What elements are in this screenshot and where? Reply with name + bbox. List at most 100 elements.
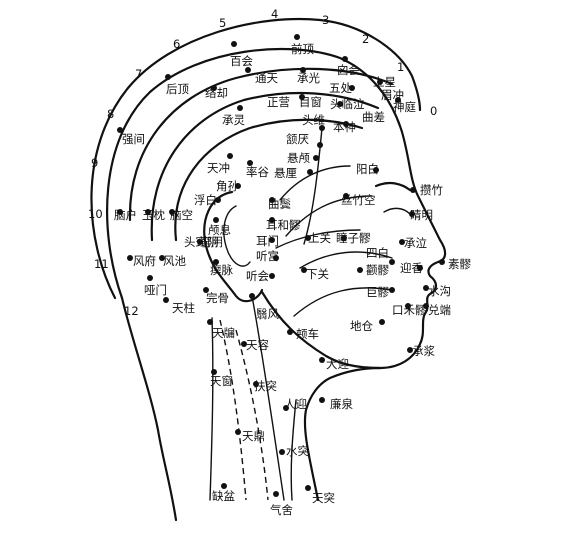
dot-tougiaoyin	[197, 239, 203, 245]
dot-qishe	[273, 491, 279, 497]
label-shuitu: 水突	[286, 444, 309, 458]
temple-vertical	[303, 127, 323, 245]
dot-yangbai	[373, 167, 379, 173]
dot-shuigou	[423, 285, 429, 291]
scale-number-5: 5	[219, 16, 226, 30]
scm-dash-2	[235, 329, 269, 501]
dot-chengling	[237, 105, 243, 111]
crown-line-3	[174, 118, 364, 242]
dot-tongtian	[245, 67, 251, 73]
dot-jingming	[409, 211, 415, 217]
dot-tiantu	[305, 485, 311, 491]
label-luoque: 络却	[205, 86, 228, 100]
label-chimai: 瘈脉	[210, 263, 233, 277]
dot-chengqi	[399, 239, 405, 245]
label-benshen: 本神	[333, 120, 356, 134]
label-houding: 后顶	[166, 82, 189, 96]
dot-fengfu	[127, 255, 133, 261]
dot-zanzhu	[410, 187, 416, 193]
dot-chimai	[213, 259, 219, 265]
dot-xuanli	[307, 169, 313, 175]
ear-inner	[223, 205, 251, 267]
dot-touwei	[319, 125, 325, 131]
dot-kouheliao	[405, 303, 411, 309]
jaw-line	[260, 290, 382, 370]
dot-houding	[165, 74, 171, 80]
scale-number-11: 11	[94, 257, 109, 271]
label-quepen: 缺盆	[212, 489, 235, 503]
label-qiangjian: 强间	[122, 132, 145, 146]
label-chengguang: 承光	[297, 71, 320, 85]
scale-arc	[90, 17, 422, 300]
scale-number-2: 2	[362, 32, 369, 46]
dot-erheliao	[269, 217, 275, 223]
label-fengchi: 风池	[163, 254, 186, 268]
scale-number-4: 4	[271, 7, 278, 21]
label-jiache: 颊车	[296, 327, 319, 341]
label-yuzhen: 玉枕	[142, 208, 165, 222]
dot-tianchuang	[211, 369, 217, 375]
scm-dash-1	[219, 319, 247, 501]
dot-tianrong	[241, 341, 247, 347]
label-chengqi: 承泣	[404, 236, 427, 250]
scale-number-1: 1	[397, 60, 404, 74]
label-meichong: 眉冲	[381, 88, 404, 102]
zygoma-line	[275, 229, 361, 249]
label-baihui: 百会	[230, 54, 253, 68]
dot-luoque	[211, 85, 217, 91]
dot-fubai	[215, 197, 221, 203]
ear-outer	[203, 190, 264, 303]
dot-shangxing	[377, 79, 383, 85]
dot-wangu	[203, 287, 209, 293]
dot-benshen	[343, 121, 349, 127]
scale-numbers: 0 1 2 3 4 5 6 7 8 9 10 11 12	[88, 7, 437, 318]
dot-luxi	[213, 217, 219, 223]
label-zanzhu: 攒竹	[420, 183, 443, 197]
label-sibai: 四白	[366, 246, 389, 260]
label-shuigou: 水沟	[428, 284, 451, 298]
label-fengfu: 风府	[133, 254, 156, 268]
label-wangu: 完骨	[206, 291, 229, 305]
dot-dicang	[379, 319, 385, 325]
label-qubin: 曲鬓	[268, 197, 291, 211]
temple-line-2	[285, 195, 373, 237]
label-shangxing: 上星	[373, 75, 396, 89]
label-hanyan: 颔厌	[286, 132, 309, 146]
label-tianyou: 天牖	[212, 326, 235, 340]
scm-front	[251, 295, 285, 501]
dot-tianzhu	[163, 297, 169, 303]
label-xiaguan: 下关	[306, 267, 329, 281]
dot-tianding	[235, 429, 241, 435]
label-naokong: 脑空	[170, 208, 193, 222]
dot-tinghui	[269, 273, 275, 279]
crown-line-2	[150, 91, 380, 242]
label-fubai: 浮白	[194, 193, 217, 207]
dot-toulinqi	[337, 101, 343, 107]
scale-number-12: 12	[124, 304, 139, 318]
label-tinggong: 听宫	[256, 249, 279, 263]
dot-suliao	[439, 259, 445, 265]
label-zhengying: 正营	[267, 95, 290, 109]
label-shuaigu: 率谷	[246, 165, 269, 179]
dot-yamen	[147, 275, 153, 281]
label-lianquan: 廉泉	[330, 397, 353, 411]
label-toulinqi: 头临泣	[330, 97, 365, 111]
dot-yuzhen	[145, 209, 151, 215]
label-tianchong: 天冲	[207, 161, 230, 175]
acupoint-labels: 百会 前顶 囟会 上星 眉冲 神庭 后顶 通天 承光 五处 曲差 络却 正营 目…	[114, 42, 471, 517]
label-xinhui: 囟会	[337, 63, 360, 77]
face-profile	[106, 47, 447, 502]
dot-tianchong	[227, 153, 233, 159]
dot-jiaosun	[235, 183, 241, 189]
neck-back	[120, 296, 178, 522]
label-tiantu: 天突	[312, 491, 335, 505]
dot-naokong	[169, 209, 175, 215]
label-tinghui: 听会	[246, 269, 269, 283]
label-tianrong: 天容	[246, 338, 269, 352]
label-touwei: 头维	[302, 113, 325, 127]
dot-yingxiang	[417, 265, 423, 271]
dot-qianding	[294, 34, 300, 40]
dot-shangguan	[305, 235, 311, 241]
label-tongziliao: 瞳子髎	[336, 231, 371, 245]
